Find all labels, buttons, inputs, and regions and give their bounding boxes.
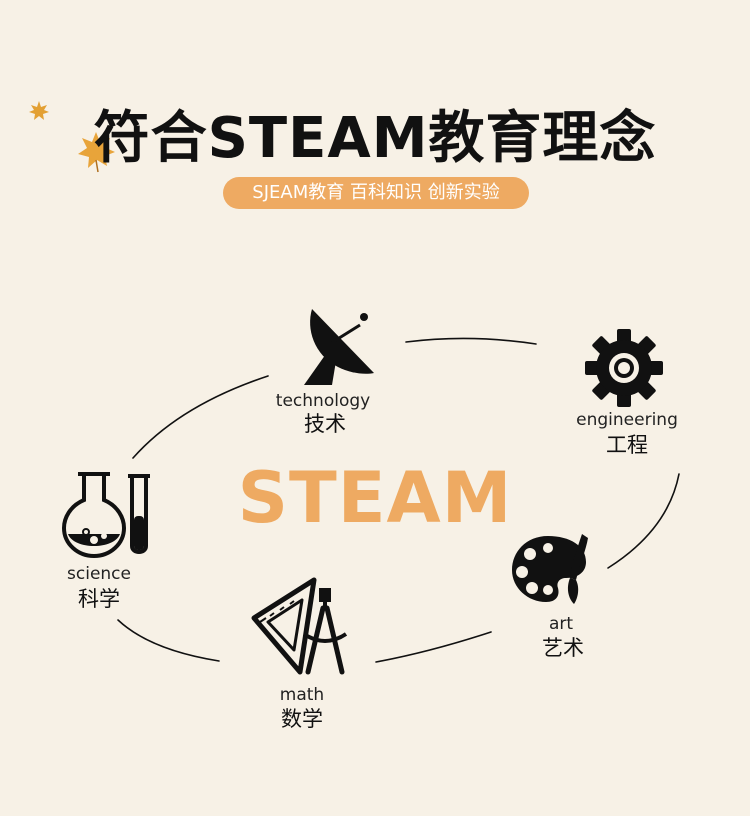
arc-math-science xyxy=(117,619,220,662)
engineering-label-zh: 工程 xyxy=(606,433,648,457)
maple-leaf-icon-small xyxy=(29,101,49,120)
ruler-compass-icon xyxy=(251,577,348,675)
engineering-label-en: engineering xyxy=(576,410,678,430)
technology-label-zh: 技术 xyxy=(304,412,346,436)
paint-palette-icon xyxy=(512,534,588,604)
science-label-en: science xyxy=(67,564,131,584)
science-label-zh: 科学 xyxy=(78,587,120,611)
satellite-dish-icon xyxy=(304,309,374,385)
page-title: 符合STEAM教育理念 xyxy=(93,106,657,171)
arc-technology-engineering xyxy=(405,337,537,345)
flask-test-tube-icon xyxy=(61,472,150,559)
math-label-en: math xyxy=(279,685,325,705)
gear-icon xyxy=(585,329,663,407)
art-label-zh: 艺术 xyxy=(542,636,584,660)
arc-art-math xyxy=(375,631,492,663)
arc-science-technology xyxy=(132,375,269,459)
arc-engineering-art xyxy=(607,473,680,569)
center-steam-label: STEAM xyxy=(237,457,513,539)
technology-label-en: technology xyxy=(275,391,371,411)
math-label-zh: 数学 xyxy=(281,707,323,731)
maple-leaf-icon-large xyxy=(78,132,115,173)
art-label-en: art xyxy=(548,614,574,634)
subtitle-badge: SJEAM教育 百科知识 创新实验 xyxy=(223,177,529,209)
